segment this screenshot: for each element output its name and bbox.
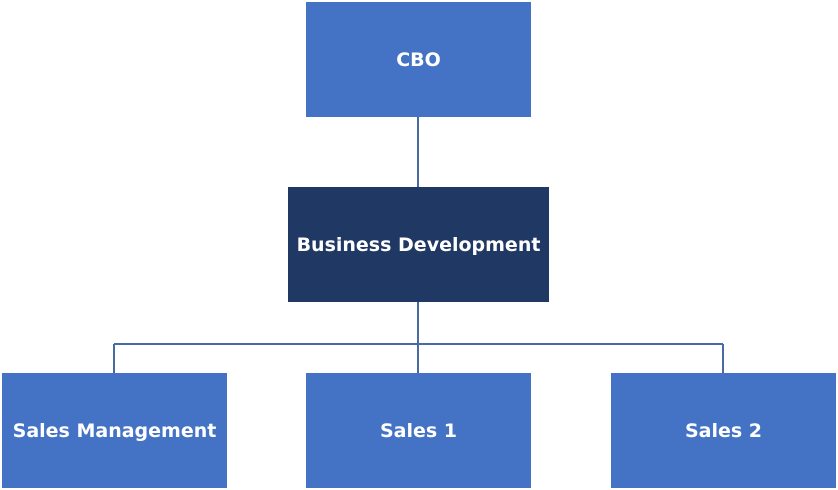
node-sales-2-label: Sales 2 <box>684 419 763 442</box>
node-business-development: Business Development <box>288 187 549 302</box>
node-sales-1-label: Sales 1 <box>379 419 458 442</box>
node-sales-1: Sales 1 <box>306 373 531 488</box>
node-sales-management: Sales Management <box>2 373 227 488</box>
node-cbo-label: CBO <box>396 48 441 71</box>
node-business-development-label: Business Development <box>296 233 541 256</box>
node-sales-2: Sales 2 <box>611 373 836 488</box>
node-cbo: CBO <box>306 2 531 117</box>
node-sales-management-label: Sales Management <box>12 419 217 442</box>
